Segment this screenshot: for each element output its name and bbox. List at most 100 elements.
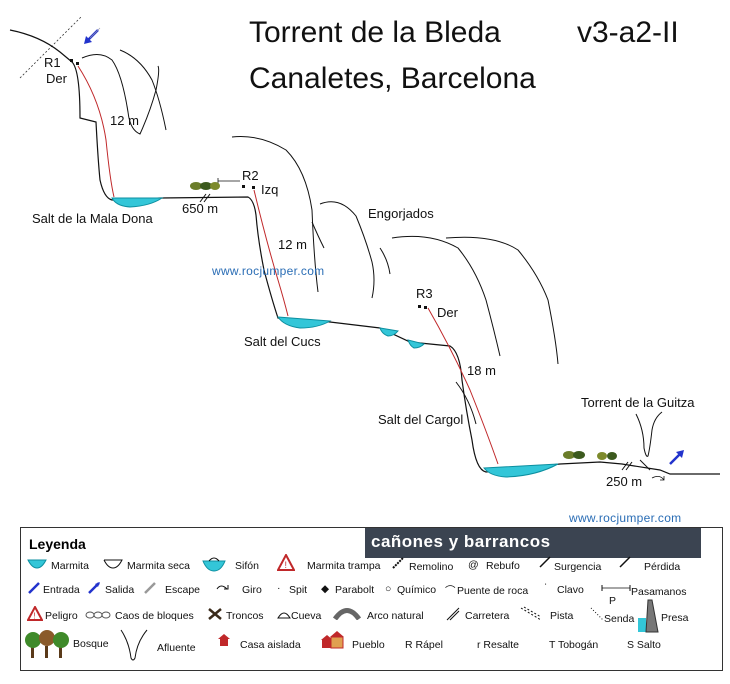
handline-icon bbox=[217, 178, 240, 184]
legend-salida: Salida bbox=[105, 584, 135, 596]
label-distance-650: 650 m bbox=[182, 201, 219, 216]
label-engorjados: Engorjados bbox=[368, 206, 434, 221]
legend-clavo: Clavo bbox=[557, 584, 584, 596]
exit-arrow-icon bbox=[669, 450, 684, 465]
anchor-r1 bbox=[70, 59, 79, 65]
tributary-channel bbox=[635, 411, 663, 457]
legend: Leyenda cañones y barrancos Marmita Marm… bbox=[20, 527, 723, 671]
handline-legend-icon bbox=[601, 585, 631, 591]
dry-pothole-icon bbox=[103, 559, 123, 569]
label-torrent-guitza: Torrent de la Guitza bbox=[581, 395, 695, 410]
natural-arch-icon bbox=[332, 608, 362, 620]
legend-pasamanos-p: P bbox=[609, 595, 617, 607]
legend-parabolt: Parabolt bbox=[335, 584, 375, 596]
spit-icon: · bbox=[277, 582, 281, 594]
label-r1-side: Der bbox=[46, 71, 67, 86]
legend-title: Leyenda bbox=[29, 536, 86, 552]
pool-2 bbox=[277, 316, 332, 329]
bush-icon-2 bbox=[563, 451, 617, 460]
pool-1 bbox=[111, 197, 164, 208]
legend-pueblo: Pueblo bbox=[352, 639, 385, 651]
chemical-anchor-icon: ○ bbox=[385, 583, 392, 595]
legend-peligro: Peligro bbox=[45, 610, 78, 622]
legend-spit: Spit bbox=[289, 584, 308, 596]
legend-carretera: Carretera bbox=[465, 610, 510, 622]
siphon-icon bbox=[202, 557, 226, 572]
legend-banner bbox=[365, 528, 701, 558]
label-r2-height: 12 m bbox=[278, 237, 307, 252]
legend-entrada: Entrada bbox=[43, 584, 80, 596]
marmita-icon bbox=[27, 559, 47, 569]
turn-legend-icon bbox=[216, 585, 229, 590]
legend-sifon: Sifón bbox=[235, 560, 259, 572]
label-r1: R1 bbox=[44, 55, 61, 70]
distance-break-1 bbox=[199, 193, 211, 203]
legend-remolino: Remolino bbox=[409, 561, 454, 573]
entrance-icon bbox=[28, 582, 40, 594]
spring-icon bbox=[539, 556, 551, 568]
cliff-2b bbox=[319, 201, 375, 299]
label-r3: R3 bbox=[416, 286, 433, 301]
label-jump-cucs: Salt del Cucs bbox=[244, 334, 321, 349]
cliff-3 bbox=[391, 235, 501, 357]
legend-marmita-seca: Marmita seca bbox=[127, 560, 191, 572]
rope-r3 bbox=[427, 307, 499, 465]
boulders-icon bbox=[85, 611, 111, 619]
distance-break-2 bbox=[621, 461, 633, 471]
legend-salto: S Salto bbox=[627, 639, 661, 651]
forest-icon bbox=[25, 630, 69, 658]
label-r1-height: 12 m bbox=[110, 113, 139, 128]
sink-icon bbox=[619, 556, 631, 568]
legend-marmita-trampa: Marmita trampa bbox=[307, 560, 381, 572]
track-icon bbox=[520, 606, 542, 621]
label-r3-side: Der bbox=[437, 305, 458, 320]
village-icon bbox=[321, 631, 344, 649]
parabolt-icon: ◆ bbox=[321, 583, 330, 595]
label-url-1: www.rocjumper.com bbox=[212, 264, 325, 278]
legend-surgencia: Surgencia bbox=[554, 561, 602, 573]
escape-icon bbox=[144, 582, 156, 594]
cave-icon bbox=[277, 612, 291, 619]
anchor-r3 bbox=[418, 305, 427, 309]
label-r2: R2 bbox=[242, 168, 259, 183]
svg-text:!: ! bbox=[285, 560, 288, 570]
legend-troncos: Troncos bbox=[226, 610, 264, 622]
legend-casa: Casa aislada bbox=[240, 639, 301, 651]
rebufo-icon: @ bbox=[468, 559, 479, 571]
legend-rebufo: Rebufo bbox=[486, 560, 520, 572]
legend-arco: Arco natural bbox=[367, 610, 424, 622]
canyon-profile bbox=[9, 29, 720, 475]
label-jump-cargol: Salt del Cargol bbox=[378, 412, 464, 427]
legend-perdida: Pérdida bbox=[644, 561, 681, 573]
pool-3 bbox=[379, 327, 399, 337]
trail-icon bbox=[590, 607, 604, 621]
entry-arrow-icon bbox=[84, 27, 101, 44]
legend-escape: Escape bbox=[165, 584, 201, 596]
title-canyon-name: Torrent de la Bleda bbox=[249, 16, 501, 49]
road-icon bbox=[446, 607, 460, 621]
legend-tobogan: T Tobogán bbox=[549, 639, 599, 651]
whirlpool-icon bbox=[392, 557, 404, 569]
dam-icon bbox=[638, 599, 659, 633]
clavo-icon: ˈ bbox=[544, 582, 548, 594]
legend-cueva: Cueva bbox=[291, 610, 322, 622]
label-r3-height: 18 m bbox=[467, 363, 496, 378]
tributary-junction bbox=[639, 459, 651, 471]
legend-rapel: R Rápel bbox=[405, 639, 443, 651]
legend-quimico: Químico bbox=[397, 584, 437, 596]
title-location: Canaletes, Barcelona bbox=[249, 62, 536, 95]
legend-pista: Pista bbox=[550, 610, 574, 622]
pool-4 bbox=[407, 339, 425, 349]
legend-resalte: r Resalte bbox=[477, 639, 520, 651]
cliff-1b bbox=[119, 49, 167, 131]
tributary-icon bbox=[120, 629, 148, 661]
rock-bridge-icon: ⌒ bbox=[445, 585, 456, 597]
legend-caos: Caos de bloques bbox=[115, 610, 194, 622]
turn-icon bbox=[651, 476, 665, 481]
anchor-r2 bbox=[242, 185, 255, 189]
legend-bosque: Bosque bbox=[73, 638, 109, 650]
exit-icon bbox=[88, 582, 100, 594]
label-url-2: www.rocjumper.com bbox=[569, 511, 682, 525]
rope-r2 bbox=[253, 189, 289, 317]
